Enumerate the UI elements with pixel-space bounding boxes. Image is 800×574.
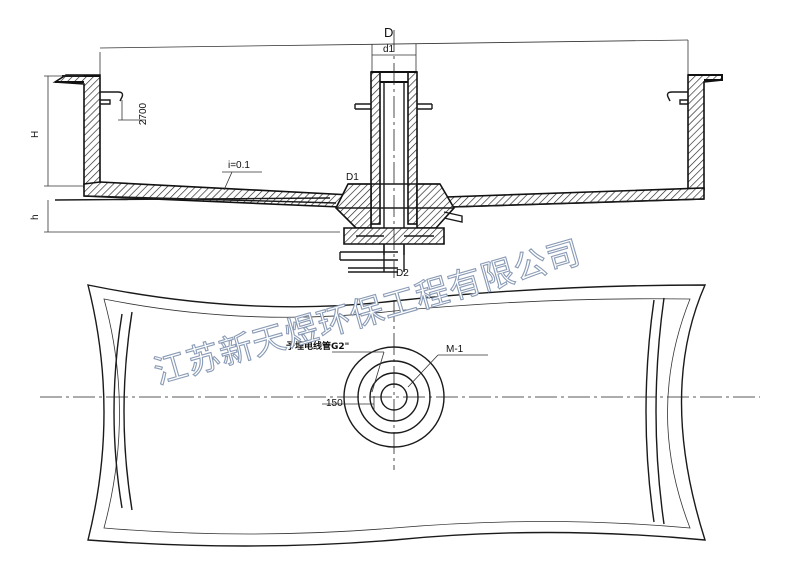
underside-left: [54, 195, 337, 204]
right-bracket: [666, 91, 688, 105]
section-view: D d1: [30, 25, 723, 279]
right-end-arc-1: [645, 299, 655, 523]
underside-right: [451, 198, 705, 208]
inner-ring: [369, 372, 419, 422]
label-d2-outlet: D2: [396, 268, 409, 279]
middle-ring: [357, 360, 431, 434]
side-flange: [443, 211, 463, 223]
pipe-stub-left: [354, 103, 371, 110]
dimension-d1: d1: [371, 44, 417, 76]
label-mark: M-1: [446, 344, 464, 355]
pipe-wall-left: [370, 71, 381, 225]
core-ring: [380, 383, 408, 411]
left-wall: [52, 74, 101, 189]
label-2700: 2700: [138, 102, 149, 125]
right-rim: [688, 74, 723, 81]
right-end-arc-2: [655, 297, 665, 525]
left-end-arc-2: [123, 311, 133, 511]
hopper-right: [416, 183, 455, 229]
dimension-h: H: [30, 75, 84, 187]
label-base-h: h: [30, 214, 41, 220]
label-slope: i=0.1: [228, 160, 250, 171]
company-watermark: 江苏新天煜环保工程有限公司: [149, 232, 585, 391]
right-wall: [687, 74, 723, 194]
dimension-2700: 2700: [118, 100, 149, 125]
label-cable-pipe: 予埋电线管G2": [286, 340, 349, 352]
dimension-base-h: h: [30, 200, 340, 233]
plan-view: 予埋电线管G2" M-1 150: [40, 284, 760, 547]
plan-outline: [87, 284, 707, 547]
hopper-left: [335, 183, 372, 229]
label-h: H: [30, 131, 41, 138]
label-150: 150: [326, 398, 343, 409]
pipe-wall-right: [407, 71, 418, 225]
plan-inner-outline: [103, 298, 691, 535]
left-bracket: [100, 91, 124, 105]
label-d: D: [384, 25, 393, 40]
outer-ring: [343, 346, 445, 448]
pipe-bore: [383, 82, 405, 255]
label-d1-hopper: D1: [346, 172, 359, 183]
left-end-arc-1: [113, 313, 123, 509]
outlet-pipe: [339, 244, 405, 273]
label-d1: d1: [383, 44, 395, 55]
pipe-stub-right: [417, 103, 433, 110]
